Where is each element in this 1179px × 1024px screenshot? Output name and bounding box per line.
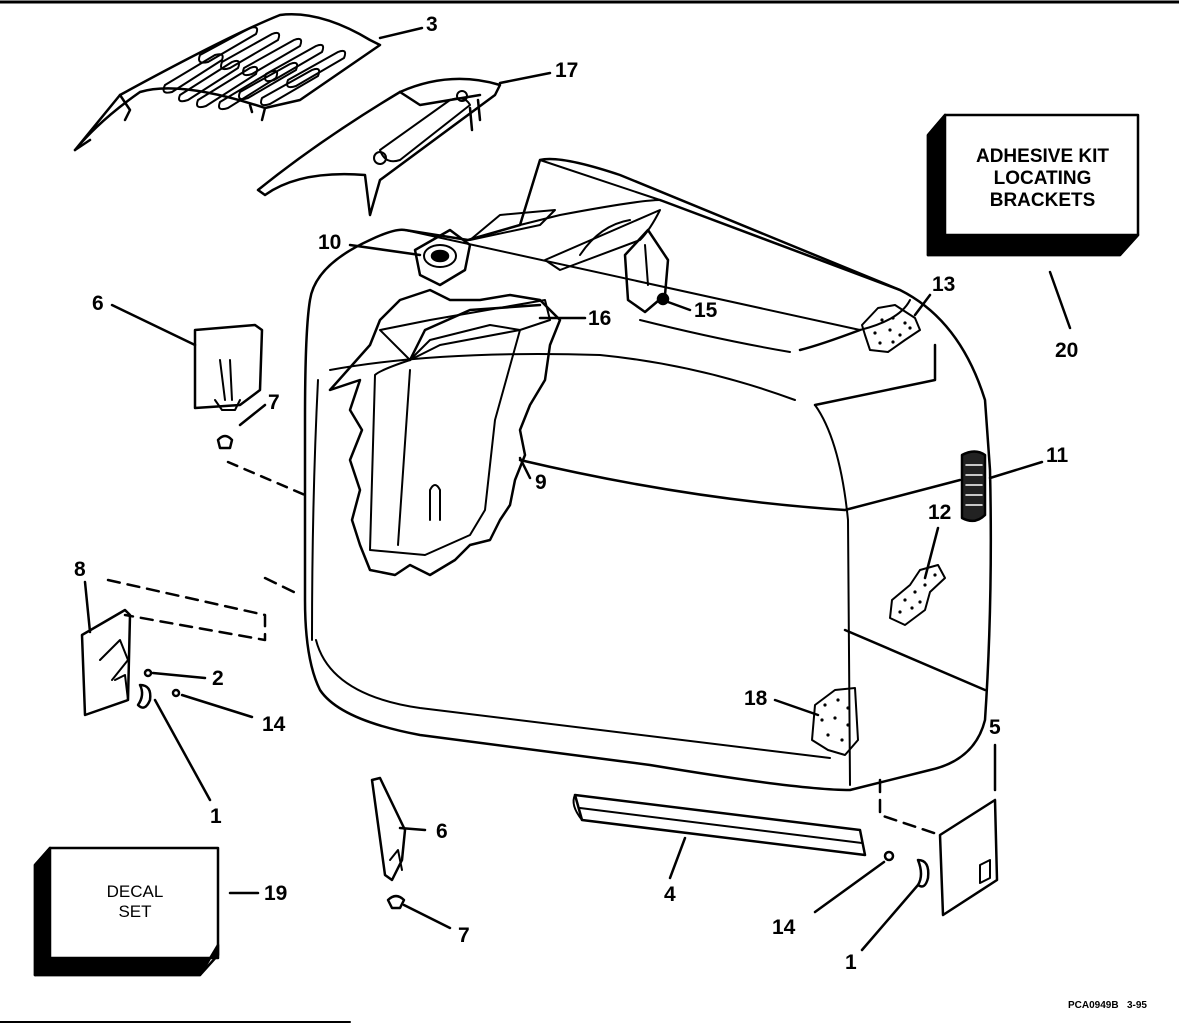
part-18-adhesive-patch: [811, 687, 859, 756]
reference-code-id: PCA0949B: [1068, 1000, 1119, 1011]
callout-18: 18: [744, 687, 768, 710]
callout-17: 17: [555, 59, 579, 82]
callout-14-left: 14: [262, 713, 286, 736]
callout-2: 2: [212, 667, 224, 690]
leader-3: [378, 26, 424, 40]
part-7-upper-fastener: [216, 434, 234, 450]
part-10-grommet: [413, 228, 472, 287]
part-3-grille-cover: [73, 13, 382, 152]
leader-10: [348, 243, 422, 257]
adhesive-kit-label: ADHESIVE KIT LOCATING BRACKETS: [950, 146, 1135, 212]
adhesive-line-2: LOCATING: [993, 167, 1092, 189]
leader-20: [1048, 270, 1072, 330]
callout-19: 19: [264, 882, 288, 905]
dash-8: [106, 578, 267, 642]
dash-5: [878, 778, 942, 837]
leader-12: [923, 526, 940, 580]
callout-10: 10: [318, 231, 342, 254]
decal-line-2: SET: [118, 901, 152, 921]
adhesive-line-1: ADHESIVE KIT: [975, 146, 1110, 167]
reference-code: PCA0949B 3-95: [1068, 1000, 1147, 1011]
leader-1a: [153, 698, 212, 802]
leader-4: [668, 836, 687, 880]
adhesive-line-3: BRACKETS: [989, 189, 1096, 211]
callout-14-right: 14: [772, 916, 796, 939]
leader-6b: [398, 826, 427, 832]
part-14-lower-screw: [883, 850, 895, 862]
callout-9: 9: [535, 471, 547, 494]
callout-16: 16: [588, 307, 612, 330]
callout-1-right: 1: [845, 951, 857, 974]
part-4-rub-rail: [572, 793, 867, 857]
part-11-side-vent: [960, 450, 987, 523]
leader-14a: [180, 693, 254, 719]
dash-7a: [226, 460, 307, 497]
leader-6a: [110, 303, 197, 347]
leader-1b: [860, 883, 920, 952]
leader-17: [498, 71, 552, 85]
engine-cover-body: [303, 157, 993, 792]
leader-18: [773, 698, 820, 717]
leader-14b: [813, 860, 886, 914]
leader-15: [666, 300, 692, 312]
callout-8: 8: [74, 558, 86, 581]
callout-12: 12: [928, 501, 952, 524]
part-7-lower-fastener: [386, 894, 406, 910]
callout-20: 20: [1055, 339, 1079, 362]
decal-set-label: DECAL SET: [52, 882, 218, 921]
part-1-retainer: [136, 683, 152, 709]
callout-7-lower: 7: [458, 924, 470, 947]
leader-2: [151, 671, 207, 680]
part-6-lower-bracket: [370, 776, 407, 882]
callout-4: 4: [664, 883, 676, 906]
callout-6-upper: 6: [92, 292, 104, 315]
leader-7b: [402, 903, 452, 930]
part-13-adhesive-patch: [861, 304, 921, 353]
leader-9: [518, 456, 532, 480]
leader-7a: [238, 403, 267, 427]
callout-15: 15: [694, 299, 718, 322]
part-12-adhesive-patch: [889, 564, 946, 626]
part-6-upper-bracket: [193, 323, 264, 411]
callout-11: 11: [1046, 444, 1069, 467]
adhesive-kit-box: [926, 113, 1140, 257]
leader-11: [988, 460, 1044, 480]
decal-set-box: [33, 846, 220, 977]
part-1-lower-retainer: [916, 858, 930, 888]
callout-7-upper: 7: [268, 391, 280, 414]
callout-3: 3: [426, 13, 438, 36]
cutaway-inner-baffle: [328, 288, 562, 577]
callout-6-lower: 6: [436, 820, 448, 843]
leader-8: [83, 580, 92, 634]
callout-13: 13: [932, 273, 956, 296]
callout-1-left: 1: [210, 805, 222, 828]
decal-line-1: DECAL: [106, 882, 164, 901]
part-5-side-bracket: [938, 798, 999, 917]
leader-13: [913, 293, 932, 317]
callout-5: 5: [989, 716, 1001, 739]
reference-date: 3-95: [1126, 1000, 1147, 1011]
part-15-bracket: [623, 228, 670, 314]
part-17-top-plate: [256, 77, 502, 217]
part-8-side-bracket: [80, 608, 132, 717]
part-14-screw: [171, 688, 181, 698]
part-2-clip: [143, 668, 153, 678]
